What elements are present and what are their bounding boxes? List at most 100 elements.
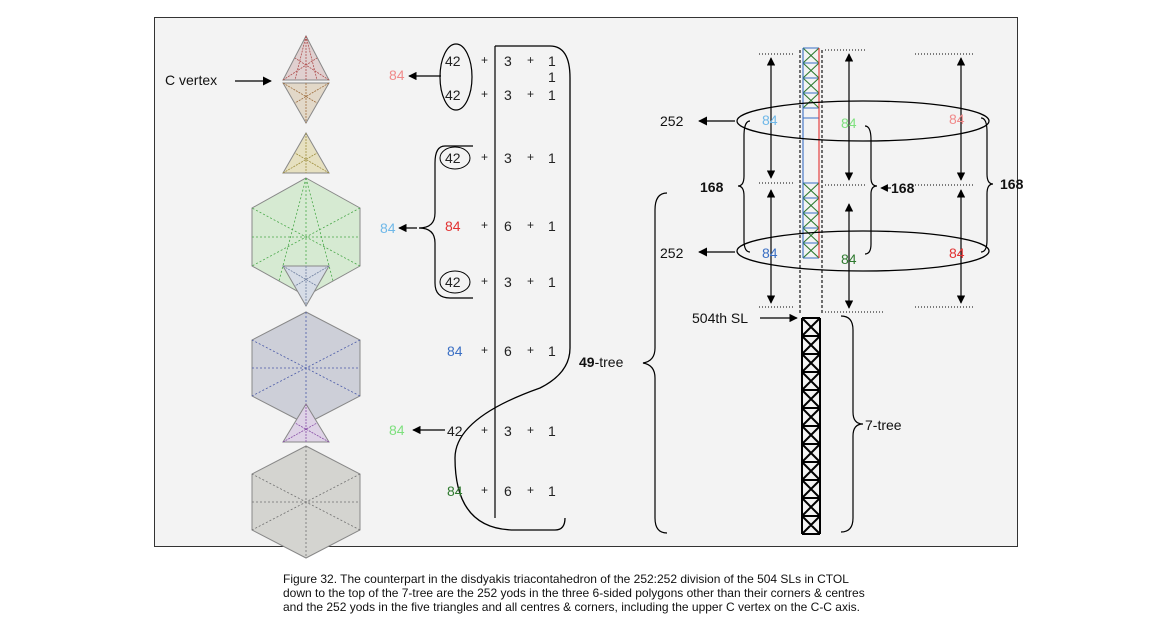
row-9-b: 6 <box>504 483 512 499</box>
upper-section <box>799 47 823 313</box>
row-8-a: 42 <box>447 423 463 439</box>
row-7-c: 1 <box>548 343 556 359</box>
row-3-op2: + <box>527 87 534 101</box>
bottom-hexagon <box>251 445 361 559</box>
third-triangle <box>282 131 330 174</box>
row-4-op2: + <box>527 150 534 164</box>
row-3-op1: + <box>481 87 488 101</box>
row-8-c: 1 <box>548 423 556 439</box>
row-9-op2: + <box>527 483 534 497</box>
row-3: 42 + 3 + 1 <box>445 87 556 103</box>
ellipse-upper-84-c: 84 <box>949 111 965 127</box>
row-1-b: 3 <box>504 53 512 69</box>
row-4-op1: + <box>481 150 488 164</box>
row-8-op1: + <box>481 423 488 437</box>
tree-49-label: 49-tree <box>579 354 624 370</box>
caption-line-3: and the 252 yods in the five triangles a… <box>283 600 860 614</box>
group-brace-middle <box>418 145 473 299</box>
sum-84-middle: 84 <box>380 220 396 236</box>
row-7-op2: + <box>527 343 534 357</box>
ellipse-lower-84-b: 84 <box>841 251 857 267</box>
ellipse-lower-84-c: 84 <box>949 245 965 261</box>
label-168-right: 168 <box>1000 176 1024 192</box>
level-252-lower: 252 <box>660 245 684 261</box>
diagram: C vertex 84 84 84 42 + 3 + 1 1 42 + 3 + … <box>165 34 1024 559</box>
row-1-op1: + <box>481 53 488 67</box>
row-8: 42 + 3 + 1 <box>447 423 556 439</box>
row-9-c: 1 <box>548 483 556 499</box>
row-7: 84 + 6 + 1 <box>447 343 556 359</box>
ellipse-lower-84-a: 84 <box>762 245 778 261</box>
span-arrows <box>766 53 966 309</box>
brace-49-tree <box>642 192 668 534</box>
row-7-op1: + <box>481 343 488 357</box>
row-6-a: 42 <box>445 274 461 290</box>
brace-7-tree <box>840 315 864 533</box>
lower-section <box>801 317 821 535</box>
sum-84-top: 84 <box>389 67 405 83</box>
pair-circle-top <box>439 43 473 111</box>
brace-168-left <box>737 120 751 253</box>
fifth-triangle <box>282 403 330 443</box>
row-1: 42 + 3 + 1 <box>445 53 556 69</box>
row-2-c: 1 <box>548 69 556 85</box>
row-9: 84 + 6 + 1 <box>447 483 556 499</box>
row-7-b: 6 <box>504 343 512 359</box>
row-3-a: 42 <box>445 87 461 103</box>
second-triangle <box>282 82 330 125</box>
row-6: 42 + 3 + 1 <box>445 274 556 290</box>
label-168-left: 168 <box>700 179 724 195</box>
row-8-op2: + <box>527 423 534 437</box>
polygon-stack <box>251 34 361 559</box>
tree-49-text: -tree <box>595 354 624 370</box>
level-252-upper: 252 <box>660 113 684 129</box>
row-5-b: 6 <box>504 218 512 234</box>
row-6-b: 3 <box>504 274 512 290</box>
tree-49-number: 49 <box>579 354 595 370</box>
caption-line-2: down to the top of the 7-tree are the 25… <box>283 586 865 600</box>
blue-hexagon <box>251 311 361 425</box>
number-rows: 42 + 3 + 1 1 42 + 3 + 1 42 + 3 + 1 84 + … <box>445 53 556 499</box>
label-168-middle: 168 <box>891 180 915 196</box>
row-9-op1: + <box>481 483 488 497</box>
row-5-c: 1 <box>548 218 556 234</box>
row-9-a: 84 <box>447 483 463 499</box>
label-7-tree: 7-tree <box>865 417 902 433</box>
row-1-op2: + <box>527 53 534 67</box>
guide-lines <box>759 49 975 313</box>
brace-168-right <box>980 117 994 253</box>
row-4-c: 1 <box>548 150 556 166</box>
row-8-b: 3 <box>504 423 512 439</box>
caption-line-1: Figure 32. The counterpart in the disdya… <box>283 572 849 586</box>
figure-frame: C vertex 84 84 84 42 + 3 + 1 1 42 + 3 + … <box>154 17 1024 559</box>
row-5-op2: + <box>527 218 534 232</box>
row-circle-42b <box>439 270 471 294</box>
row-6-op1: + <box>481 274 488 288</box>
row-circle-42a <box>439 146 471 170</box>
row-5-op1: + <box>481 218 488 232</box>
green-hexagon <box>251 177 361 297</box>
figure-caption: Figure 32. The counterpart in the disdya… <box>283 572 983 614</box>
row-1-a: 42 <box>445 53 461 69</box>
c-vertex-label: C vertex <box>165 72 217 88</box>
sum-84-bottom: 84 <box>389 422 405 438</box>
brace-168-middle <box>864 125 878 255</box>
row-3-b: 3 <box>504 87 512 103</box>
ellipse-lower <box>736 230 990 272</box>
row-7-a: 84 <box>447 343 463 359</box>
ellipse-upper-84-b: 84 <box>841 115 857 131</box>
top-triangle <box>282 34 330 81</box>
rows-enclosure <box>454 45 571 531</box>
row-4: 42 + 3 + 1 <box>445 150 556 166</box>
row-6-c: 1 <box>548 274 556 290</box>
label-504th-sl: 504th SL <box>692 310 748 326</box>
row-1-c: 1 <box>548 53 556 69</box>
row-5: 84 + 6 + 1 <box>445 218 556 234</box>
tree-tower <box>799 47 823 535</box>
ellipse-upper <box>736 100 990 142</box>
row-4-b: 3 <box>504 150 512 166</box>
ellipse-upper-84-a: 84 <box>762 112 778 128</box>
row-6-op2: + <box>527 274 534 288</box>
row-3-c: 1 <box>548 87 556 103</box>
row-5-a: 84 <box>445 218 461 234</box>
